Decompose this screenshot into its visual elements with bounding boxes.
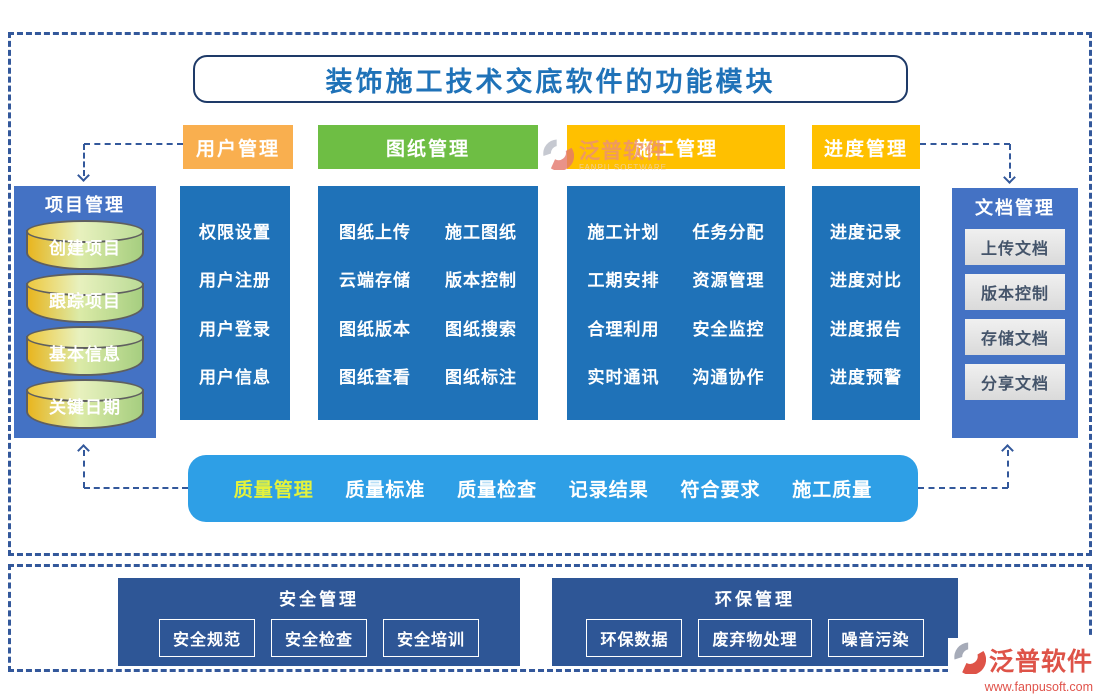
document-management-panel: 文档管理 上传文档 版本控制 存储文档 分享文档	[952, 188, 1078, 438]
module-item: 进度对比	[830, 271, 902, 291]
header-construction-management: 施工管理	[567, 125, 785, 169]
module-item: 用户信息	[199, 368, 271, 388]
header-user-management: 用户管理	[183, 125, 293, 169]
module-item: 用户登录	[199, 319, 271, 339]
connector-top-right-h	[920, 143, 1010, 145]
module-item: 安全监控	[692, 319, 765, 339]
bottom-dashed-frame	[8, 564, 1092, 672]
module-item: 用户注册	[199, 271, 271, 291]
env-item-data: 环保数据	[586, 619, 683, 657]
watermark-sub-text: FANPU SOFTWARE	[579, 162, 667, 172]
module-item: 权限设置	[199, 222, 271, 242]
user-management-column: 权限设置 用户注册 用户登录 用户信息	[180, 186, 290, 420]
module-item: 施工计划	[587, 222, 660, 242]
quality-bar-item: 施工质量	[792, 480, 873, 501]
watermark-brand-text: 泛普软件	[579, 139, 667, 163]
fanpu-logo: 泛普软件 www.fanpusoft.com	[948, 638, 1098, 694]
drawing-management-column: 图纸上传 施工图纸 云端存储 版本控制 图纸版本 图纸搜索 图纸查看 图纸标注	[318, 186, 538, 420]
cylinder-basic-info: 基本信息	[26, 326, 144, 376]
safety-item-inspection: 安全检查	[270, 619, 367, 657]
cylinder-label: 创建项目	[49, 239, 121, 258]
progress-management-column: 进度记录 进度对比 进度报告 进度预警	[812, 186, 920, 420]
cylinder-label: 基本信息	[49, 345, 121, 364]
module-item: 图纸版本	[339, 319, 411, 339]
safety-item-training: 安全培训	[383, 619, 480, 657]
module-item: 进度记录	[830, 222, 902, 242]
connector-top-right-v	[1009, 144, 1011, 178]
quality-bar-item: 符合要求	[680, 480, 761, 501]
cylinder-label: 关键日期	[49, 398, 121, 417]
diagram-title-box: 装饰施工技术交底软件的功能模块	[193, 55, 908, 103]
module-item: 图纸搜索	[445, 319, 517, 339]
module-item: 图纸查看	[339, 368, 411, 388]
quality-bar-item: 质量检查	[457, 480, 538, 501]
diagram-title: 装饰施工技术交底软件的功能模块	[325, 66, 776, 97]
module-item: 工期安排	[587, 271, 660, 291]
safety-box-title: 安全管理	[279, 590, 359, 609]
module-item: 施工图纸	[445, 222, 517, 242]
safety-management-box: 安全管理 安全规范 安全检查 安全培训	[118, 578, 520, 666]
module-item: 云端存储	[339, 271, 411, 291]
fanpu-logo-icon	[541, 137, 575, 175]
module-item: 进度报告	[830, 319, 902, 339]
module-item: 沟通协作	[692, 368, 765, 388]
environment-management-box: 环保管理 环保数据 废弃物处理 噪音污染	[552, 578, 958, 666]
quality-bar-title: 质量管理	[233, 480, 314, 501]
cylinder-track-project: 跟踪项目	[26, 273, 144, 323]
fanpu-logo-icon	[952, 640, 987, 679]
safety-item-standards: 安全规范	[158, 619, 255, 657]
module-item: 实时通讯	[587, 368, 660, 388]
module-item: 任务分配	[692, 222, 765, 242]
construction-management-column: 施工计划 任务分配 工期安排 资源管理 合理利用 安全监控 实时通讯 沟通协作	[567, 186, 785, 420]
document-panel-title: 文档管理	[975, 198, 1055, 218]
module-item: 版本控制	[445, 271, 517, 291]
env-item-noise: 噪音污染	[827, 619, 924, 657]
module-item: 合理利用	[587, 319, 660, 339]
doc-item-store: 存储文档	[965, 319, 1065, 355]
module-item: 进度预警	[830, 368, 902, 388]
quality-bar-item: 记录结果	[568, 480, 649, 501]
module-item: 图纸上传	[339, 222, 411, 242]
environment-box-title: 环保管理	[715, 590, 795, 609]
quality-bar-item: 质量标准	[345, 480, 426, 501]
cylinder-key-dates: 关键日期	[26, 379, 144, 429]
quality-management-bar: 质量管理 质量标准 质量检查 记录结果 符合要求 施工质量	[188, 455, 918, 522]
main-dashed-frame	[8, 32, 1092, 556]
connector-bottom-left-h	[84, 487, 188, 489]
connector-bottom-left-v	[83, 450, 85, 488]
env-item-waste: 废弃物处理	[698, 619, 812, 657]
project-panel-title: 项目管理	[45, 195, 125, 215]
module-item: 图纸标注	[445, 368, 517, 388]
header-progress-management: 进度管理	[812, 125, 920, 169]
connector-bottom-right-h	[918, 487, 1008, 489]
header-drawing-management: 图纸管理	[318, 125, 538, 169]
doc-item-version-control: 版本控制	[965, 274, 1065, 310]
module-item: 资源管理	[692, 271, 765, 291]
project-management-panel: 项目管理 创建项目 跟踪项目 基本信息 关键日期	[14, 186, 156, 438]
logo-brand-text: 泛普软件	[989, 647, 1094, 676]
logo-url-text: www.fanpusoft.com	[984, 680, 1094, 694]
connector-top-left-h	[84, 143, 183, 145]
doc-item-upload: 上传文档	[965, 229, 1065, 265]
cylinder-label: 跟踪项目	[49, 292, 121, 311]
connector-bottom-right-v	[1007, 450, 1009, 488]
fanpu-watermark: 泛普软件 FANPU SOFTWARE	[541, 137, 667, 175]
doc-item-share: 分享文档	[965, 364, 1065, 400]
connector-top-left-v	[83, 144, 85, 176]
cylinder-create-project: 创建项目	[26, 220, 144, 270]
